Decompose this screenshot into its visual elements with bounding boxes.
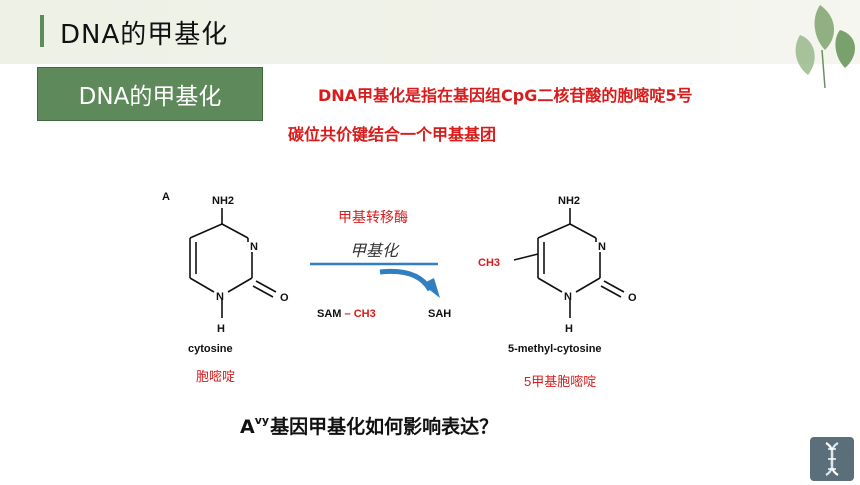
title-bar: DNA的甲基化 — [0, 0, 860, 64]
title-marker — [40, 15, 44, 47]
methylcytosine-nh2: NH2 — [558, 195, 580, 207]
methylation-figure: A NH2 N O N H cytosine 胞嘧啶 甲基转移酶 甲基化 SAM… — [162, 191, 637, 389]
methylcytosine-name: 5-methyl-cytosine — [508, 343, 602, 355]
cytosine-structure — [189, 208, 277, 318]
sah-label: SAH — [428, 308, 451, 320]
cytosine-nh2: NH2 — [212, 195, 234, 207]
page-title: DNA的甲基化 — [60, 20, 229, 50]
section-label: DNA的甲基化 — [37, 67, 263, 121]
methylcytosine-n-right: N — [598, 241, 606, 253]
dna-logo — [810, 437, 854, 481]
cytosine-n-right: N — [250, 241, 258, 253]
cytosine-name-cn: 胞嘧啶 — [196, 369, 235, 384]
cytosine-name: cytosine — [188, 343, 233, 355]
methylcytosine-structure — [513, 208, 625, 318]
cytosine-n-bottom: N — [216, 291, 224, 303]
methylcytosine-name-cn: 5甲基胞嘧啶 — [524, 374, 596, 389]
definition-line-1: DNA甲基化是指在基因组CpG二核苷酸的胞嘧啶5号 — [318, 86, 693, 105]
methylcytosine-h: H — [565, 323, 573, 335]
sam-label: SAM – CH3 — [317, 308, 376, 320]
reaction-curve-arrow-icon — [379, 268, 433, 292]
cytosine-o: O — [280, 292, 289, 304]
methylcytosine-ch3: CH3 — [478, 257, 500, 269]
definition-line-2: 碳位共价键结合一个甲基基团 — [288, 125, 497, 144]
cytosine-h: H — [217, 323, 225, 335]
panel-label: A — [162, 191, 170, 203]
curve-arrowhead-icon — [422, 278, 440, 298]
question-text: Avy基因甲基化如何影响表达？ — [240, 413, 499, 438]
enzyme-label: 甲基转移酶 — [338, 209, 408, 225]
methylcytosine-o: O — [628, 292, 637, 304]
leaf-decoration-icon — [795, 5, 856, 89]
handwritten-methylation: 甲基化 — [350, 241, 400, 260]
methylcytosine-n-bottom: N — [564, 291, 572, 303]
dna-helix-icon — [825, 442, 839, 476]
